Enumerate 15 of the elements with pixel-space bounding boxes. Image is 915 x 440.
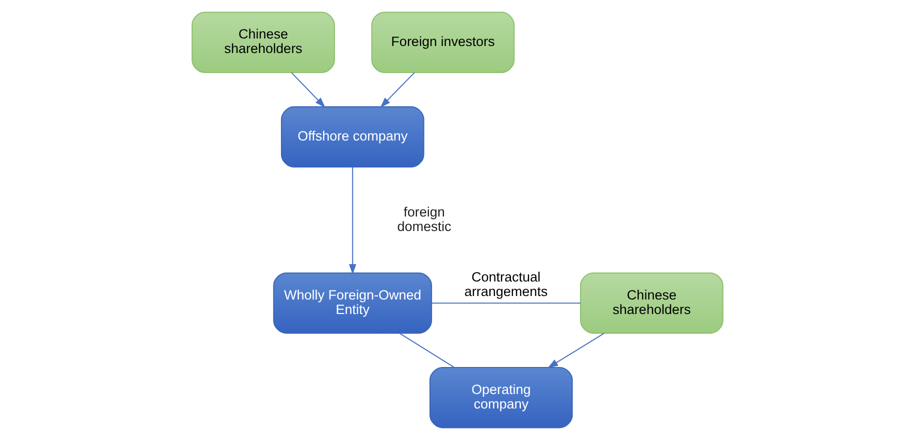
node-box: Chinese shareholders	[192, 12, 335, 74]
label: domestic	[397, 218, 452, 234]
node-box: Chinese shareholders	[580, 272, 724, 334]
connector	[432, 302, 580, 304]
edge-label: Contractual arrangements	[464, 270, 548, 300]
arrow	[548, 332, 604, 368]
node-box: Foreign investors	[371, 12, 515, 74]
node-box: Offshore company	[280, 106, 424, 168]
arrow	[348, 167, 356, 275]
arrow	[291, 72, 326, 108]
connector	[399, 332, 454, 368]
label: foreign	[404, 204, 445, 220]
arrow	[380, 72, 415, 108]
node-box: Operating company	[429, 366, 573, 428]
node-box: Wholly Foreign-Owned Entity	[273, 272, 432, 334]
